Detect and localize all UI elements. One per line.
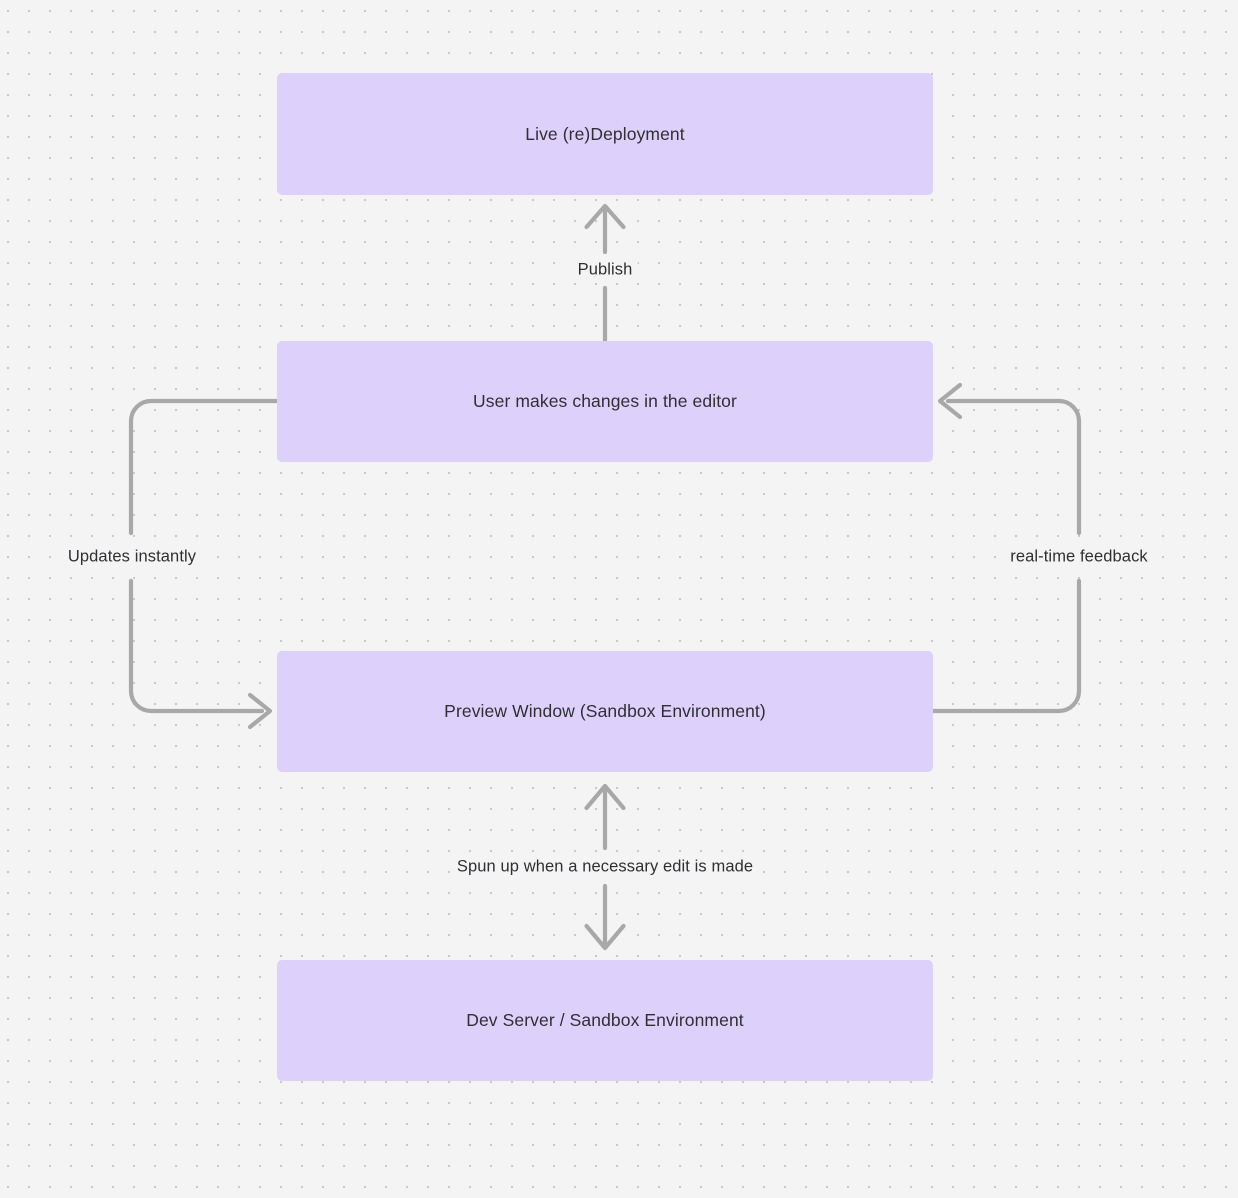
node-live-deployment-label: Live (re)Deployment	[525, 123, 685, 144]
node-live-deployment[interactable]: Live (re)Deployment	[277, 73, 933, 195]
node-preview-window-label: Preview Window (Sandbox Environment)	[444, 701, 766, 721]
node-user-edits-label: User makes changes in the editor	[473, 391, 737, 411]
node-dev-server[interactable]: Dev Server / Sandbox Environment	[277, 960, 933, 1081]
edge-label-updates-instantly: Updates instantly	[62, 545, 202, 569]
edge-label-spun-up: Spun up when a necessary edit is made	[451, 855, 759, 879]
edge-label-publish: Publish	[572, 258, 638, 282]
node-preview-window[interactable]: Preview Window (Sandbox Environment)	[277, 651, 933, 772]
node-user-edits[interactable]: User makes changes in the editor	[277, 341, 933, 462]
node-dev-server-label: Dev Server / Sandbox Environment	[466, 1010, 744, 1030]
edge-label-real-time-feedback: real-time feedback	[1005, 545, 1153, 569]
